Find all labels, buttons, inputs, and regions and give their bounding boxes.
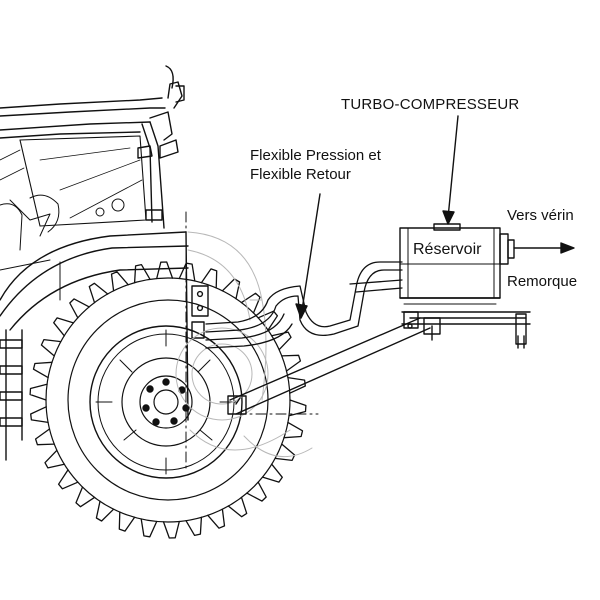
ghost-details <box>243 299 313 458</box>
label-flexible-retour: Flexible Retour <box>250 166 351 183</box>
center-line <box>185 211 319 471</box>
label-vers-verin: Vers vérin <box>507 207 574 224</box>
reservoir-unit <box>399 223 515 305</box>
tractor-cab <box>0 65 185 251</box>
hydraulic-hoses <box>205 261 403 349</box>
label-flexibles: Flexible Pression et Flexible Retour <box>250 146 381 184</box>
label-turbo-compresseur: TURBO-COMPRESSEUR <box>341 96 520 113</box>
callout-arrows <box>295 115 575 319</box>
ghost-wheel <box>175 231 291 451</box>
label-reservoir: Réservoir <box>413 241 482 258</box>
hitch-arm <box>227 311 531 415</box>
label-remorque: Remorque <box>507 273 578 290</box>
label-flexible-pression: Flexible Pression et <box>250 147 381 164</box>
rear-wheel <box>29 261 307 539</box>
